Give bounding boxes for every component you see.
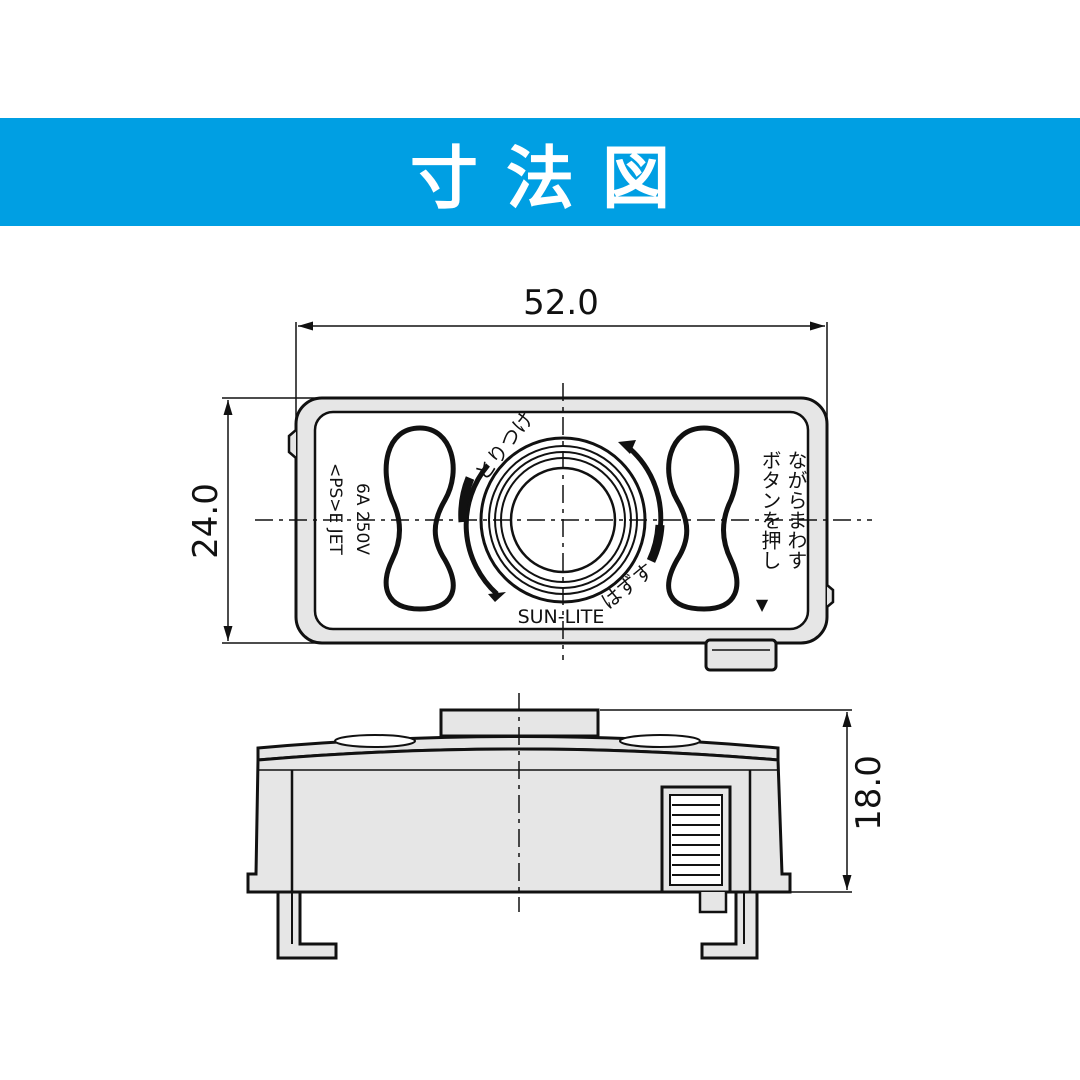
standard-mark-label: <PS>E JET — [325, 463, 345, 555]
height-label: 18.0 — [849, 755, 889, 831]
left-button-outline — [383, 425, 456, 612]
instruction-marker: ▼ — [756, 595, 769, 614]
page-title: 寸法図 — [409, 139, 698, 219]
top-view: とりつけ はずす 6A 250V <PS>E JET SUN-LITE ボタンを… — [255, 383, 872, 672]
rating-label: 6A 250V — [352, 483, 372, 555]
height-dimension: 18.0 — [600, 709, 889, 893]
right-button-outline — [666, 425, 740, 612]
instruction-line2: ながらまわす — [784, 450, 808, 570]
width-label: 52.0 — [523, 283, 599, 323]
brand-label: SUN-LITE — [518, 606, 605, 628]
depth-dimension: 24.0 — [186, 397, 330, 644]
instruction-line1: ボタンを押し — [758, 450, 782, 570]
depth-label: 24.0 — [186, 483, 226, 559]
header-banner: 寸法図 — [0, 118, 1080, 226]
width-dimension: 52.0 — [295, 283, 828, 432]
side-view — [246, 693, 792, 960]
